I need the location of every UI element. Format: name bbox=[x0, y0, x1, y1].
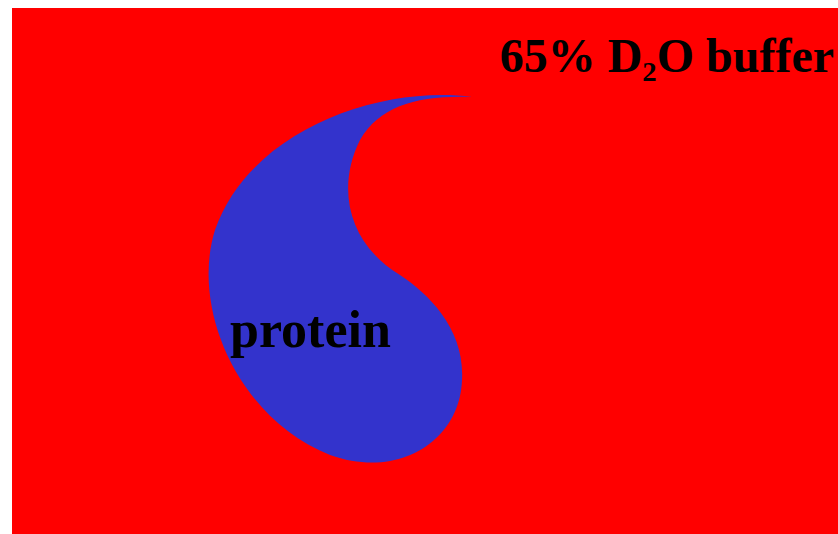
protein-label: protein bbox=[230, 304, 391, 356]
protein-fill bbox=[209, 95, 472, 462]
protein-outline bbox=[207, 85, 482, 475]
buffer-label: 65% D₂O buffer bbox=[500, 32, 834, 80]
protein-shape: protein bbox=[207, 85, 482, 475]
buffer-region: 65% D₂O buffer protein bbox=[12, 8, 838, 534]
